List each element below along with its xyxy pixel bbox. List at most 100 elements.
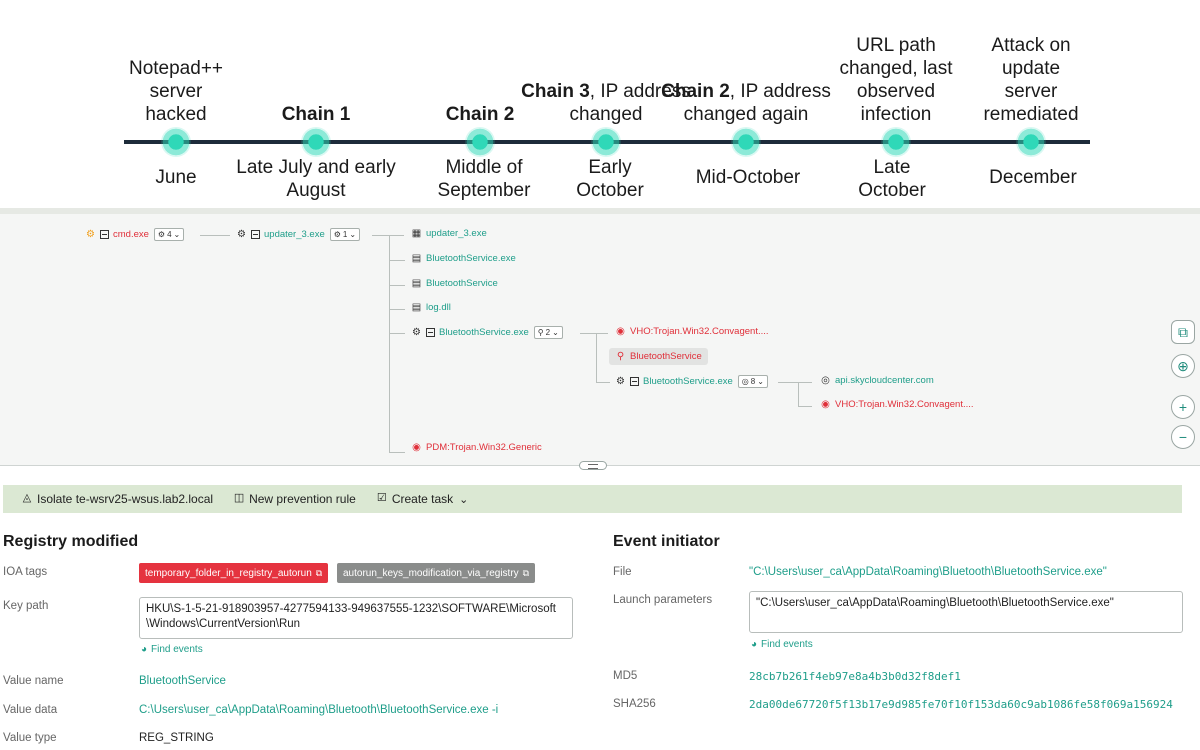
- find-events-icon: ◕: [750, 639, 758, 650]
- timeline-marker: [591, 127, 621, 157]
- value-data[interactable]: C:\Users\user_ca\AppData\Roaming\Bluetoo…: [139, 704, 499, 716]
- graph-edge: [389, 452, 405, 453]
- ioa-tag[interactable]: temporary_folder_in_registry_autorun⧉: [139, 563, 329, 583]
- timeline-event-top: Chain 3, IP address changed: [521, 81, 691, 125]
- minus-icon: −: [1178, 429, 1188, 445]
- collapse-icon[interactable]: [100, 230, 109, 239]
- chevron-down-icon: ⌄: [552, 328, 559, 337]
- timeline-event-top: Notepad++ server hacked: [128, 58, 224, 125]
- timeline-date: June: [155, 167, 197, 188]
- section-title: Event initiator: [613, 533, 720, 550]
- external-link-icon: ⧉: [315, 568, 323, 578]
- attack-timeline: Notepad++ server hacked Chain 1 Chain 2 …: [0, 0, 1200, 208]
- file-label: File: [613, 566, 632, 578]
- key-icon: ⚲: [616, 351, 625, 362]
- children-count-dropdown[interactable]: ◎8⌄: [737, 375, 768, 388]
- graph-edge: [389, 235, 390, 453]
- executable-icon: ▦: [411, 228, 422, 239]
- collapse-icon[interactable]: [426, 328, 435, 337]
- chevron-down-icon: ⌄: [459, 493, 469, 506]
- graph-node-domain[interactable]: ◎ api.skycloudcenter.com: [821, 375, 934, 386]
- graph-node-file[interactable]: ▤ log.dll: [411, 302, 451, 313]
- timeline-event-top: URL path changed, last observed infectio…: [839, 35, 953, 125]
- find-events-icon: ◕: [140, 644, 148, 655]
- graph-node-cmd[interactable]: ⚙ cmd.exe ⚙4⌄: [85, 228, 185, 241]
- graph-node-detection[interactable]: ◉ VHO:Trojan.Win32.Convagent....: [821, 399, 974, 410]
- graph-edge: [389, 309, 405, 310]
- timeline-marker: [1016, 127, 1046, 157]
- detection-icon: ◉: [821, 399, 830, 410]
- gear-icon: ⚙: [333, 230, 341, 239]
- key-path-field[interactable]: HKU\S-1-5-21-918903957-4277594133-949637…: [139, 597, 573, 639]
- fit-to-screen-button[interactable]: ⧉: [1171, 320, 1195, 344]
- children-count-dropdown[interactable]: ⚲2⌄: [533, 326, 563, 339]
- graph-node-file[interactable]: ▤ BluetoothService: [411, 278, 498, 289]
- create-task-button[interactable]: ☑ Create task ⌄: [376, 492, 469, 506]
- value-name-label: Value name: [3, 675, 64, 687]
- chevron-down-icon: ⌄: [757, 377, 764, 386]
- graph-divider: [0, 208, 1200, 214]
- graph-edge: [200, 235, 230, 236]
- external-link-icon: ⧉: [522, 568, 530, 578]
- action-toolbar: ◬ Isolate te-wsrv25-wsus.lab2.local ◫ Ne…: [3, 485, 1182, 513]
- gear-icon: ⚙: [616, 376, 625, 387]
- md5-label: MD5: [613, 670, 638, 682]
- zoom-out-button[interactable]: −: [1171, 425, 1195, 449]
- graph-node-process[interactable]: ⚙ BluetoothService.exe ⚲2⌄: [411, 326, 563, 339]
- value-name[interactable]: BluetoothService: [139, 675, 226, 687]
- isolate-host-button[interactable]: ◬ Isolate te-wsrv25-wsus.lab2.local: [22, 492, 214, 506]
- find-events-link[interactable]: ◕Find events: [750, 639, 813, 650]
- sha256-hash[interactable]: 2da00de67720f5f13b17e9d985fe70f10f153da6…: [749, 698, 1173, 711]
- collapse-icon[interactable]: [630, 377, 639, 386]
- timeline-marker: [881, 127, 911, 157]
- collapse-icon[interactable]: [251, 230, 260, 239]
- timeline-date: Late July and early August: [236, 157, 396, 201]
- find-events-link[interactable]: ◕Find events: [140, 644, 203, 655]
- graph-edge: [372, 235, 404, 236]
- timeline-event-top: Attack on update server remediated: [983, 35, 1079, 125]
- launch-parameters-label: Launch parameters: [613, 594, 713, 606]
- chevron-down-icon: ⌄: [349, 230, 357, 239]
- timeline-date: December: [989, 167, 1077, 188]
- panel-resize-handle[interactable]: [579, 461, 607, 470]
- graph-node-file[interactable]: ▦ updater_3.exe: [411, 228, 487, 239]
- graph-node-updater[interactable]: ⚙ updater_3.exe ⚙1⌄: [236, 228, 361, 241]
- center-button[interactable]: ⊕: [1171, 354, 1195, 378]
- timeline-marker: [161, 127, 191, 157]
- file-icon: ▤: [411, 253, 422, 264]
- timeline-marker: [301, 127, 331, 157]
- zoom-in-button[interactable]: +: [1171, 395, 1195, 419]
- ioa-tag[interactable]: autorun_keys_modification_via_registry⧉: [337, 563, 536, 583]
- detection-icon: ◉: [412, 442, 421, 453]
- md5-hash[interactable]: 28cb7b261f4eb97e8a4b3b0d32f8def1: [749, 670, 961, 683]
- value-data-label: Value data: [3, 704, 58, 716]
- timeline-date: Middle of September: [437, 157, 531, 201]
- key-icon: ⚲: [537, 328, 544, 337]
- graph-edge: [798, 382, 799, 406]
- detection-icon: ◉: [616, 326, 625, 337]
- target-icon: ⊕: [1177, 358, 1189, 374]
- graph-node-process[interactable]: ⚙ BluetoothService.exe ◎8⌄: [615, 375, 768, 388]
- globe-icon: ◎: [821, 375, 830, 386]
- file-path[interactable]: "C:\Users\user_ca\AppData\Roaming\Blueto…: [749, 566, 1107, 578]
- timeline-date: Early October: [576, 157, 644, 201]
- children-count-dropdown[interactable]: ⚙1⌄: [329, 228, 361, 241]
- new-prevention-rule-button[interactable]: ◫ New prevention rule: [233, 492, 356, 506]
- graph-node-detection[interactable]: ◉ PDM:Trojan.Win32.Generic: [412, 442, 542, 453]
- graph-edge: [389, 260, 405, 261]
- graph-edge: [389, 285, 405, 286]
- sha256-label: SHA256: [613, 698, 656, 710]
- launch-parameters-field[interactable]: "C:\Users\user_ca\AppData\Roaming\Blueto…: [749, 591, 1183, 633]
- timeline-date: Late October: [858, 157, 926, 201]
- children-count-dropdown[interactable]: ⚙4⌄: [153, 228, 185, 241]
- timeline-marker: [731, 127, 761, 157]
- graph-edge: [389, 333, 405, 334]
- graph-node-registry[interactable]: ⚲ BluetoothService: [609, 348, 708, 365]
- section-title: Registry modified: [3, 533, 139, 550]
- graph-node-detection[interactable]: ◉ VHO:Trojan.Win32.Convagent....: [616, 326, 769, 337]
- graph-node-file[interactable]: ▤ BluetoothService.exe: [411, 253, 516, 264]
- gear-icon: ⚙: [86, 229, 95, 240]
- key-path-label: Key path: [3, 600, 49, 612]
- timeline-event-top: Chain 2, IP address changed again: [661, 81, 831, 125]
- value-type: REG_STRING: [139, 732, 214, 744]
